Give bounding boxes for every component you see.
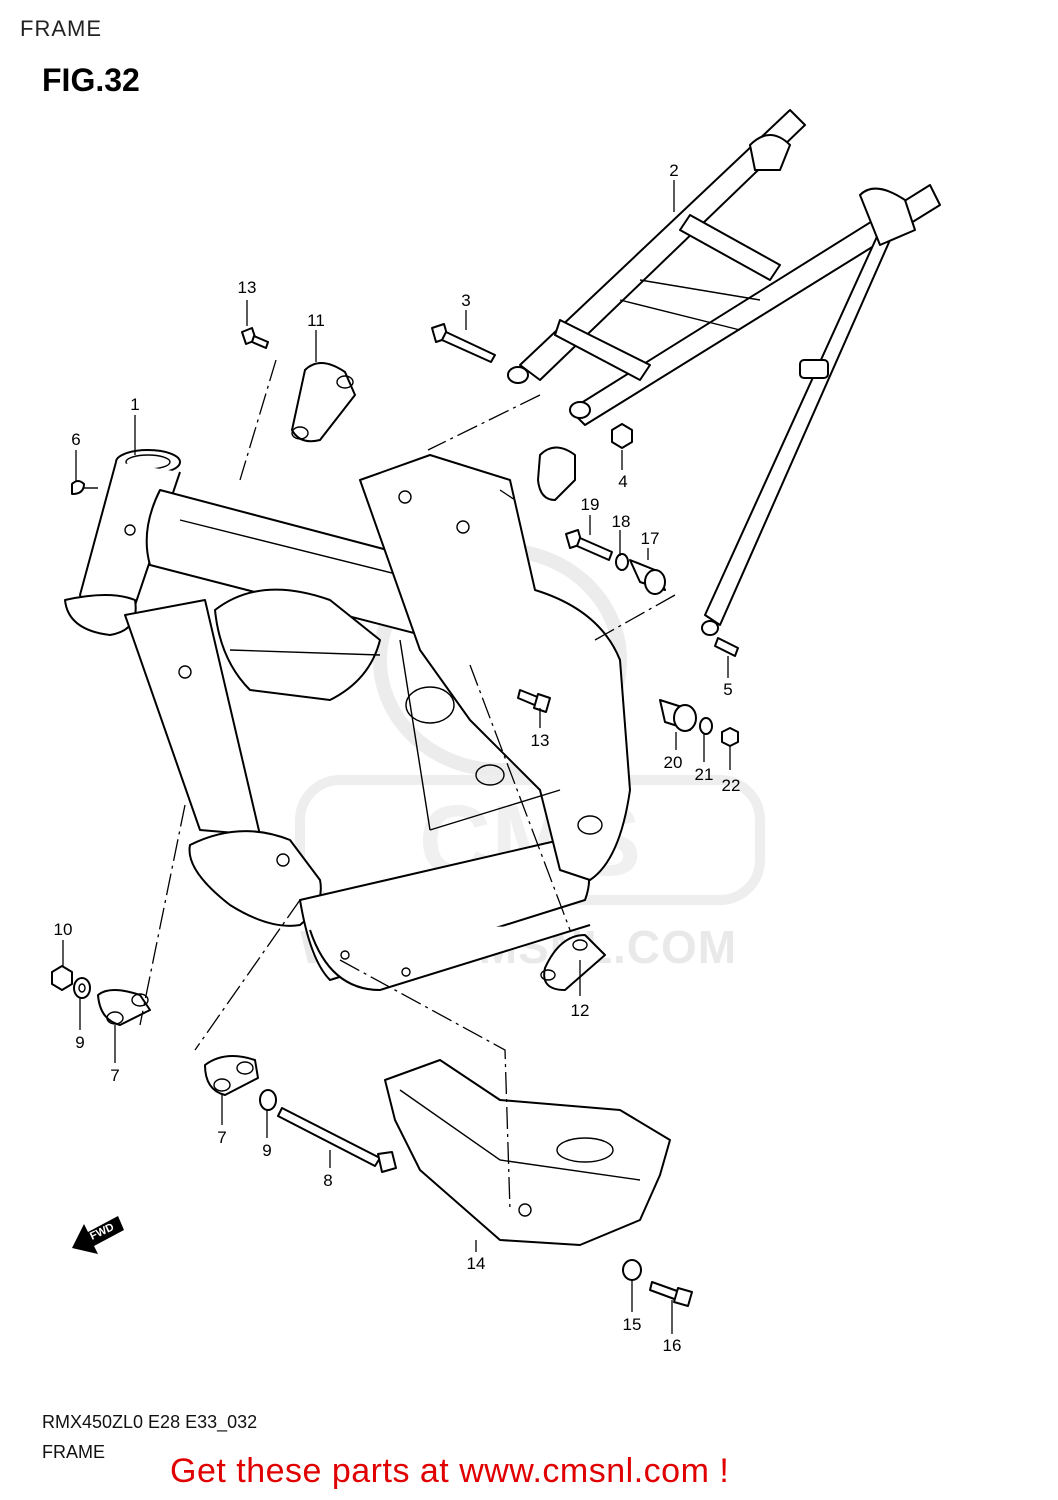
callout-21: 21 [695, 765, 714, 784]
rear-subframe [507, 109, 941, 636]
assembly-line [239, 359, 277, 481]
callout-16: 16 [663, 1336, 682, 1355]
footer-caption: FRAME [42, 1442, 105, 1462]
assembly-line [469, 664, 571, 931]
nut-22 [721, 727, 739, 747]
callout-7-upper: 7 [110, 1066, 119, 1085]
bolt-6 [71, 480, 98, 495]
engine-mount-7-lower [204, 1055, 259, 1096]
callout-9-upper: 9 [75, 1033, 84, 1052]
washer-15 [622, 1259, 642, 1281]
figure-label: FIG.32 [42, 62, 140, 98]
bolt-5 [714, 637, 739, 657]
callout-4: 4 [618, 472, 627, 491]
callout-19: 19 [581, 495, 600, 514]
washer-18 [615, 553, 629, 571]
callout-6: 6 [71, 430, 80, 449]
callout-3: 3 [461, 291, 470, 310]
bracket-12 [540, 934, 606, 991]
callout-11: 11 [307, 311, 325, 330]
washer-9-upper [73, 977, 91, 999]
callout-13-upper: 13 [238, 278, 257, 297]
model-code: RMX450ZL0 E28 E33_032 [42, 1412, 258, 1432]
bracket-11 [291, 362, 356, 443]
callout-9-lower: 9 [262, 1141, 271, 1160]
bolt-16 [649, 1281, 693, 1307]
bolt-13-upper [241, 327, 269, 349]
callout-17: 17 [641, 529, 660, 548]
skid-plate-14 [384, 1059, 671, 1246]
washer-21 [699, 717, 713, 735]
assembly-line [194, 899, 301, 1051]
bolt-19 [565, 529, 613, 561]
callout-10: 10 [54, 920, 73, 939]
main-frame [64, 449, 631, 991]
callout-1: 1 [130, 395, 139, 414]
assembly-line [499, 489, 516, 501]
bolt-3 [431, 323, 496, 363]
callout-20: 20 [664, 753, 683, 772]
bolt-8 [277, 1107, 397, 1173]
leader-lines [62, 180, 731, 1334]
forward-direction-icon: FWD [72, 1216, 124, 1254]
section-title: FRAME [20, 16, 102, 41]
collar-20 [659, 699, 697, 732]
assembly-line [594, 594, 676, 641]
assembly-line [427, 394, 541, 451]
callout-12: 12 [571, 1001, 590, 1020]
assembly-line [139, 804, 186, 1026]
washer-9-lower [259, 1089, 277, 1111]
promo-link[interactable]: Get these parts at www.cmsnl.com ! [170, 1452, 730, 1490]
assembly-line [339, 959, 511, 1211]
bolt-13-lower [517, 689, 551, 713]
nut-10 [51, 965, 73, 991]
callout-2: 2 [669, 161, 678, 180]
callout-5: 5 [723, 680, 732, 699]
engine-mount-7-upper [97, 989, 151, 1026]
callout-15: 15 [623, 1315, 642, 1334]
callout-18: 18 [612, 512, 631, 531]
callout-13-lower: 13 [531, 731, 550, 750]
callout-22: 22 [722, 776, 741, 795]
engine-bracket [537, 446, 576, 501]
collar-17 [629, 559, 666, 595]
callout-8: 8 [323, 1171, 332, 1190]
callout-labels: 1 2 3 4 5 6 7 7 8 9 9 10 11 12 13 13 14 … [54, 161, 741, 1355]
callout-14: 14 [467, 1254, 486, 1273]
nut-4 [611, 423, 633, 449]
callout-7-lower: 7 [217, 1128, 226, 1147]
